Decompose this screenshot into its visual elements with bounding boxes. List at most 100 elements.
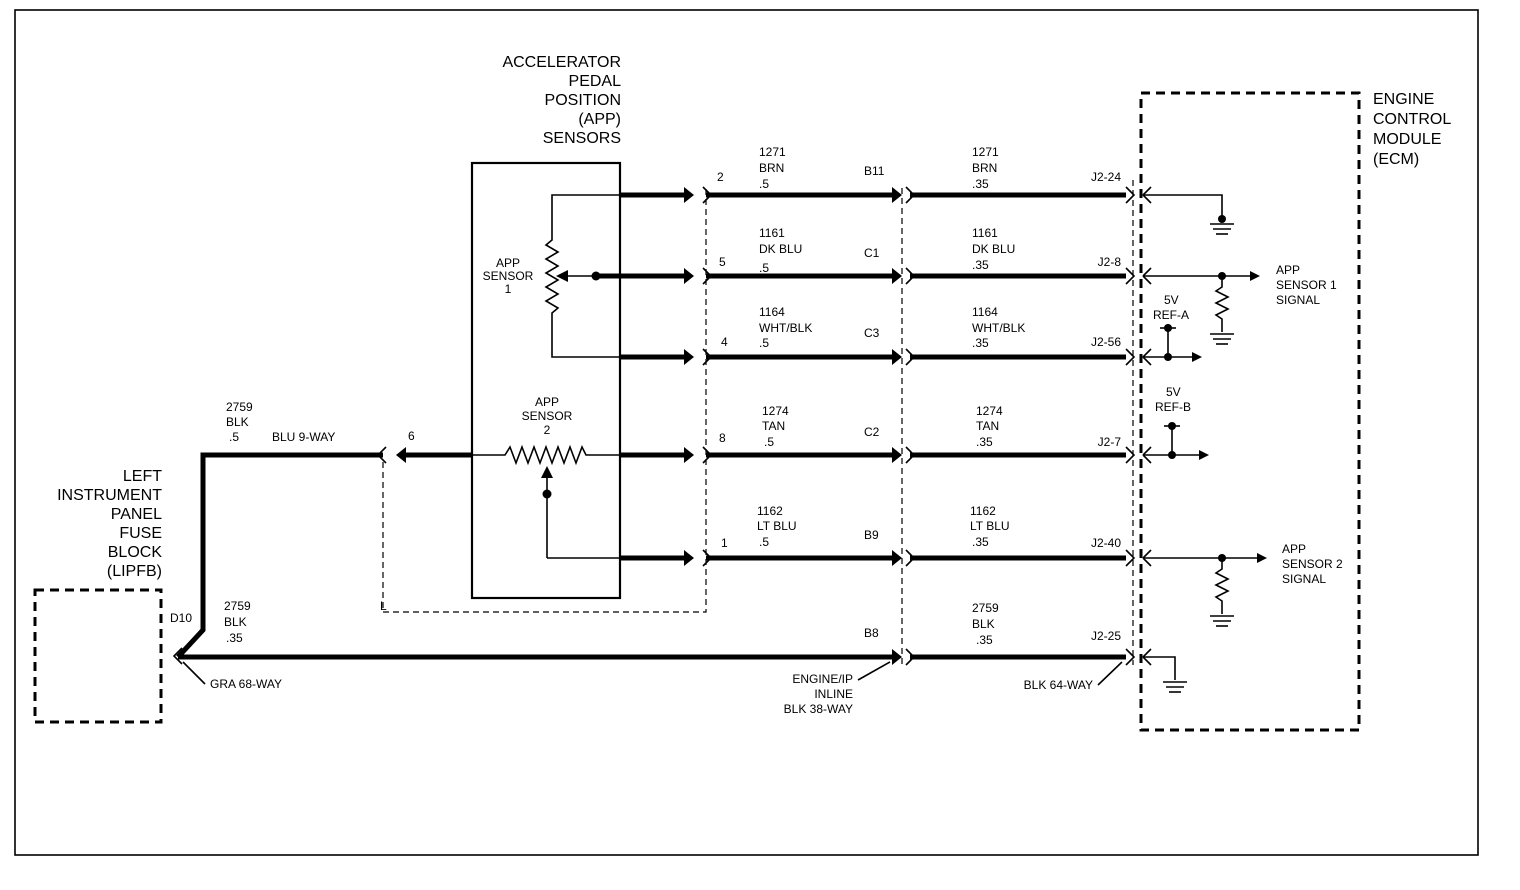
svg-text:2759: 2759 — [972, 601, 999, 615]
app-sensors-title: ACCELERATOR PEDAL POSITION (APP) SENSORS — [502, 54, 621, 147]
svg-text:1271: 1271 — [972, 145, 999, 159]
svg-text:DK BLU: DK BLU — [759, 242, 802, 256]
svg-text:.35: .35 — [972, 258, 989, 272]
svg-text:1162: 1162 — [970, 504, 996, 518]
inline-pin-label: B8 — [864, 626, 879, 640]
ecm-pin-label: J2-56 — [1091, 335, 1121, 349]
pin-label: 2 — [717, 170, 724, 184]
ecm-title-line: ENGINE — [1373, 91, 1434, 108]
inline-label: BLK 38-WAY — [784, 702, 853, 716]
l-marker-label: L — [380, 599, 387, 613]
ecm-pin-label: J2-25 — [1091, 629, 1121, 643]
svg-text:1271: 1271 — [759, 145, 786, 159]
circuit-wires — [176, 192, 1126, 660]
ecm-title: ENGINE CONTROL MODULE (ECM) — [1373, 91, 1451, 168]
svg-text:1274: 1274 — [976, 404, 1003, 418]
connector-chevrons — [172, 186, 1136, 666]
svg-text:.5: .5 — [759, 535, 769, 549]
ref-a-label: 5V — [1164, 293, 1179, 307]
inline-pin-label: C1 — [864, 246, 880, 260]
svg-text:BLK: BLK — [972, 617, 995, 631]
app-title-line: POSITION — [545, 92, 621, 109]
svg-text:TAN: TAN — [762, 419, 785, 433]
wire-2759-feed — [176, 452, 383, 659]
app-title-line: ACCELERATOR — [502, 54, 621, 71]
inline-pin-label: C2 — [864, 425, 880, 439]
blk-64way-label: BLK 64-WAY — [1024, 678, 1093, 692]
svg-text:1274: 1274 — [762, 404, 789, 418]
circuit-label-row: 4 1164 WHT/BLK .5 C3 1164 WHT/BLK .35 J2… — [721, 305, 1121, 350]
inline-label: ENGINE/IP — [792, 672, 853, 686]
svg-text:BLK: BLK — [226, 415, 249, 429]
sensor-2-signal-label: APP — [1282, 542, 1306, 556]
ecm-title-line: (ECM) — [1373, 151, 1419, 168]
svg-text:TAN: TAN — [976, 419, 999, 433]
svg-text:2759: 2759 — [224, 599, 251, 613]
lipfb-title-line: LEFT — [123, 468, 162, 485]
sensor-1-signal-label: SIGNAL — [1276, 293, 1320, 307]
circuit-label-row: 8 1274 TAN .5 C2 1274 TAN .35 J2-7 — [719, 404, 1121, 449]
svg-text:APP: APP — [535, 395, 559, 409]
svg-text:WHT/BLK: WHT/BLK — [972, 321, 1025, 335]
svg-text:.35: .35 — [972, 336, 989, 350]
blu-9way-label: BLU 9-WAY — [272, 430, 335, 444]
pin-6-label: 6 — [408, 429, 415, 443]
feed-wire-labels: 2759 BLK .5 2759 BLK .35 — [224, 400, 253, 645]
app-title-line: (APP) — [578, 111, 621, 128]
svg-text:1164: 1164 — [759, 305, 785, 319]
inline-pin-label: B9 — [864, 528, 879, 542]
ecm-signal-labels: APP SENSOR 1 SIGNAL APP SENSOR 2 SIGNAL … — [1153, 263, 1343, 586]
ecm-internals — [1142, 186, 1267, 693]
svg-text:1161: 1161 — [972, 226, 998, 240]
ref-b-label: REF-B — [1155, 400, 1191, 414]
svg-text:.35: .35 — [972, 177, 989, 191]
diagram-frame — [14, 9, 1479, 856]
inline-pin-label: C3 — [864, 326, 880, 340]
svg-text:2759: 2759 — [226, 400, 253, 414]
ground-icon — [1163, 681, 1187, 693]
svg-text:BRN: BRN — [759, 161, 784, 175]
pin-label: 8 — [719, 431, 726, 445]
circuit-label-row: 2 1271 BRN .5 B11 1271 BRN .35 J2-24 — [717, 145, 1121, 191]
lipfb-title: LEFT INSTRUMENT PANEL FUSE BLOCK (LIPFB) — [57, 468, 162, 580]
app-sensor-2-resistor — [472, 444, 620, 559]
ref-b-label: 5V — [1166, 385, 1181, 399]
svg-text:1161: 1161 — [759, 226, 785, 240]
app-sensor-housing — [470, 161, 622, 600]
ground-icon — [1210, 215, 1234, 235]
svg-text:.5: .5 — [764, 435, 774, 449]
ecm-pin-label: J2-24 — [1091, 170, 1121, 184]
lipfb-box — [33, 588, 163, 724]
svg-text:.35: .35 — [972, 535, 989, 549]
svg-text:.35: .35 — [226, 631, 243, 645]
sensor-1-signal-label: APP — [1276, 263, 1300, 277]
connector-labels: BLU 9-WAY 6 L D10 GRA 68-WAY ENGINE/IP I… — [170, 429, 1123, 716]
app-sensor-2-label: APP SENSOR 2 — [522, 395, 573, 437]
d10-label: D10 — [170, 611, 192, 625]
ecm-box — [1139, 91, 1361, 732]
ecm-pin-label: J2-7 — [1098, 435, 1122, 449]
pin-label: 4 — [721, 335, 728, 349]
svg-text:.35: .35 — [976, 435, 993, 449]
svg-text:1: 1 — [505, 282, 512, 296]
inline-label: INLINE — [814, 687, 853, 701]
lipfb-title-line: INSTRUMENT — [57, 487, 162, 504]
ecm-pin-label: J2-8 — [1098, 255, 1122, 269]
inline-pin-label: B11 — [864, 164, 885, 178]
ground-wire-labels: B8 2759 BLK .35 J2-25 — [864, 601, 1121, 647]
svg-text:.5: .5 — [759, 261, 769, 275]
svg-text:SENSOR: SENSOR — [522, 409, 573, 423]
svg-text:.35: .35 — [976, 633, 993, 647]
sensor-1-signal-label: SENSOR 1 — [1276, 278, 1337, 292]
lipfb-title-line: PANEL — [111, 506, 162, 523]
ecm-title-line: CONTROL — [1373, 111, 1451, 128]
lipfb-title-line: FUSE — [119, 525, 162, 542]
circuit-label-row: 5 1161 DK BLU .5 C1 1161 DK BLU .35 J2-8 — [719, 226, 1121, 275]
ground-icon — [1210, 333, 1234, 345]
svg-text:WHT/BLK: WHT/BLK — [759, 321, 812, 335]
app-title-line: SENSORS — [543, 130, 621, 147]
ecm-title-line: MODULE — [1373, 131, 1441, 148]
pin-label: 1 — [721, 536, 728, 550]
svg-text:2: 2 — [544, 423, 551, 437]
